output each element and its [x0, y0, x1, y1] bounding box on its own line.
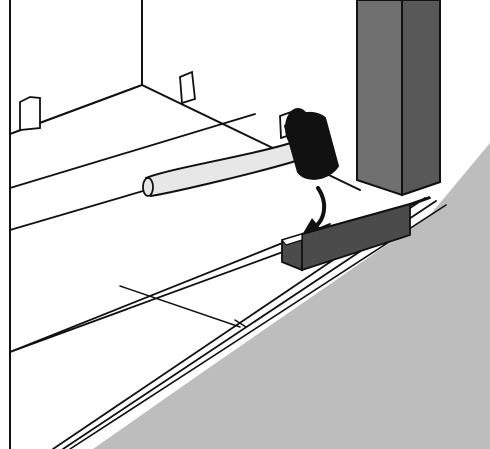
wall-post: [356, 0, 441, 197]
subfloor-area: [93, 143, 490, 449]
curved-arrow: [302, 186, 327, 235]
rubber-mallet: [142, 108, 340, 198]
tapping-block: [280, 196, 431, 272]
